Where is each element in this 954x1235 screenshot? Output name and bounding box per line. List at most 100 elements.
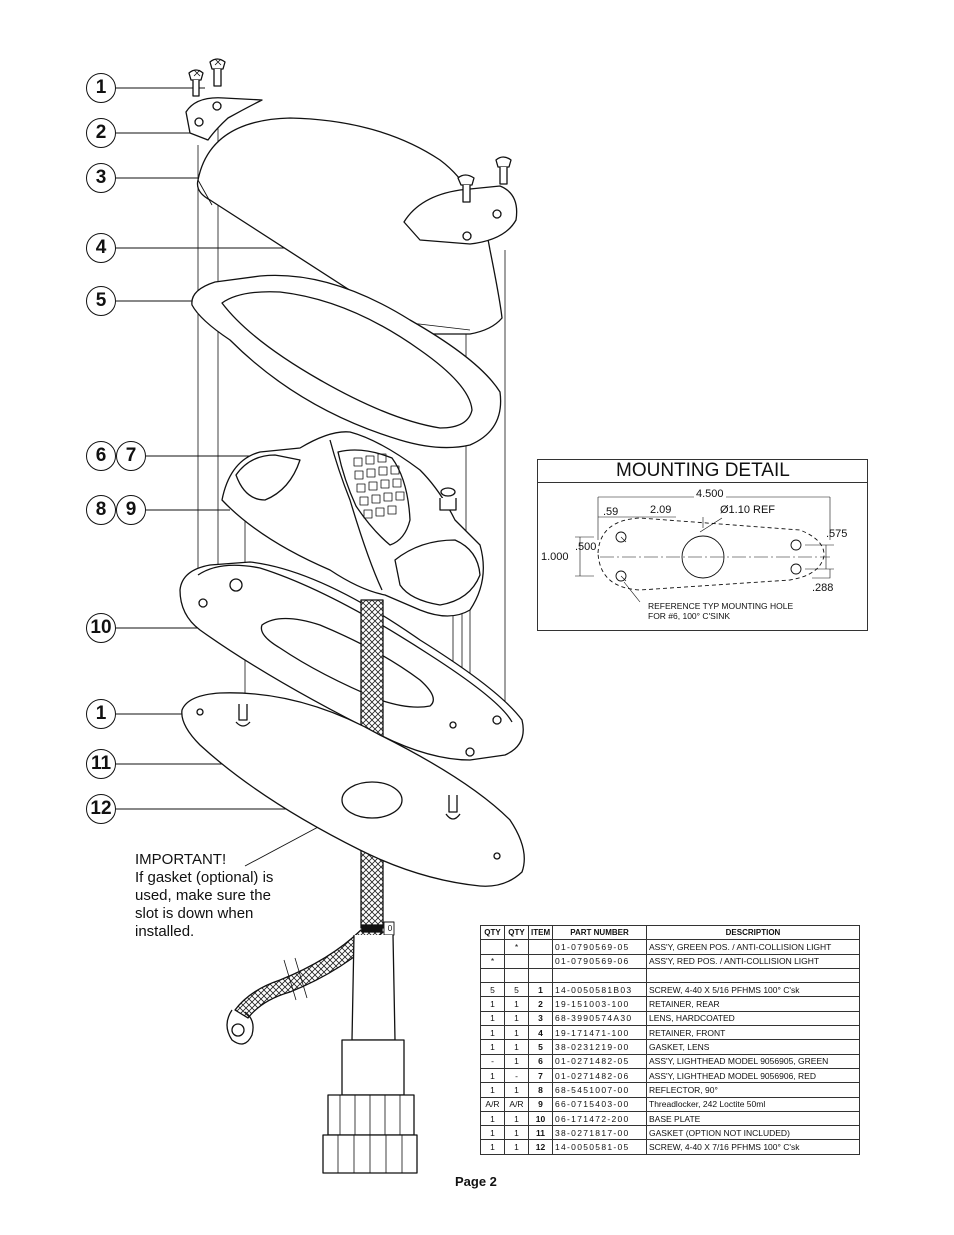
callout-item-10: 10 — [86, 613, 116, 643]
cell-qty-1: 1 — [480, 1010, 505, 1027]
cell-item: 1 — [528, 982, 553, 998]
cell-qty-1: 1 — [480, 996, 505, 1012]
lighthead-assembly — [221, 431, 484, 617]
cell-qty-1: 1 — [480, 1025, 505, 1041]
dim-209: 2.09 — [650, 504, 672, 516]
cell-part-number: 19-171471-100 — [552, 1025, 647, 1041]
retainer-front — [403, 156, 518, 245]
cell-qty-2: - — [504, 1067, 529, 1084]
connector — [322, 934, 418, 1174]
page-number: Page 2 — [455, 1174, 497, 1189]
cell-qty-1: 1 — [480, 1125, 505, 1141]
callout-item-9: 9 — [116, 495, 146, 525]
callout-item-11: 11 — [86, 749, 116, 779]
dim-4500: 4.500 — [694, 488, 726, 500]
cell-item — [528, 953, 553, 969]
note-line: IMPORTANT! — [135, 851, 227, 868]
table-row: 1 1 12 14-0050581-05 SCREW, 4-40 X 7/16 … — [480, 1139, 860, 1155]
cell-qty-1: 5 — [480, 982, 505, 998]
callout-item-4: 4 — [86, 233, 116, 263]
dim-1000: 1.000 — [541, 551, 569, 563]
callout-item-8: 8 — [86, 495, 116, 525]
callout-item-3: 3 — [86, 163, 116, 193]
cell-description: ASS'Y, RED POS. / ANTI-COLLISION LIGHT — [646, 953, 860, 969]
cell-item: 7 — [528, 1067, 553, 1084]
table-row: 1 1 2 19-151003-100 RETAINER, REAR — [480, 996, 860, 1012]
cell-item: 12 — [528, 1139, 553, 1155]
cell-item: 5 — [528, 1039, 553, 1055]
cell-qty-1: 1 — [480, 1082, 505, 1098]
table-row: 1 - 7 01-0271482-06 ASS'Y, LIGHTHEAD MOD… — [480, 1067, 860, 1084]
callout-item-5: 5 — [86, 286, 116, 316]
cell-qty-2: 1 — [504, 1010, 529, 1027]
callout-item-1: 1 — [86, 73, 116, 103]
table-row: A/R A/R 9 66-0715403-00 Threadlocker, 24… — [480, 1096, 860, 1112]
cell-item: 10 — [528, 1110, 553, 1127]
base-plate-gasket — [181, 692, 525, 887]
cell-qty-1: 1 — [480, 1110, 505, 1127]
table-row: - 1 6 01-0271482-05 ASS'Y, LIGHTHEAD MOD… — [480, 1053, 860, 1069]
cell-item: 3 — [528, 1010, 553, 1027]
cell-description: ASS'Y, LIGHTHEAD MODEL 9056906, RED — [646, 1067, 860, 1084]
header-qty-1: QTY — [480, 924, 505, 941]
cell-item: 6 — [528, 1053, 553, 1069]
header-item: ITEM — [528, 924, 553, 941]
cell-item: 4 — [528, 1025, 553, 1041]
cell-qty-2 — [504, 967, 529, 984]
screws-base — [235, 704, 461, 820]
screws-rear — [188, 58, 226, 97]
cell-qty-1: 1 — [480, 1039, 505, 1055]
header-description: DESCRIPTION — [646, 924, 860, 941]
connector-label: 0 — [387, 924, 393, 933]
cell-part-number: 68-3990574A30 — [552, 1010, 647, 1027]
base — [179, 561, 524, 761]
table-row: 1 1 8 68-5451007-00 REFLECTOR, 90° — [480, 1082, 860, 1098]
cell-part-number: 01-0790569-06 — [552, 953, 647, 969]
cell-qty-2: 5 — [504, 982, 529, 998]
cell-qty-2: * — [504, 939, 529, 955]
cell-qty-2: 1 — [504, 1082, 529, 1098]
cell-part-number: 01-0271482-05 — [552, 1053, 647, 1069]
note-line: If gasket (optional) is — [135, 869, 274, 886]
cell-qty-2: 1 — [504, 1025, 529, 1041]
cell-description: RETAINER, FRONT — [646, 1025, 860, 1041]
cell-qty-1: * — [480, 953, 505, 969]
cell-qty-2 — [504, 953, 529, 969]
cell-qty-1: - — [480, 1053, 505, 1069]
mounting-detail-box: MOUNTING DETAIL — [537, 459, 868, 631]
cell-description: REFLECTOR, 90° — [646, 1082, 860, 1098]
cell-qty-2: 1 — [504, 1125, 529, 1141]
cell-qty-2: 1 — [504, 1139, 529, 1155]
reference-note-line: FOR #6, 100° C'SINK — [648, 611, 731, 621]
table-row: 1 1 4 19-171471-100 RETAINER, FRONT — [480, 1025, 860, 1041]
cell-description: RETAINER, REAR — [646, 996, 860, 1012]
table-row: * 01-0790569-06 ASS'Y, RED POS. / ANTI-C… — [480, 953, 860, 969]
cell-description: SCREW, 4-40 X 7/16 PFHMS 100° C'sk — [646, 1139, 860, 1155]
cell-item: 2 — [528, 996, 553, 1012]
note-line: slot is down when — [135, 905, 254, 922]
table-row: 1 1 10 06-171472-200 BASE PLATE — [480, 1110, 860, 1127]
cell-description: SCREW, 4-40 X 5/16 PFHMS 100° C'sk — [646, 982, 860, 998]
cell-description: Threadlocker, 242 Loctite 50ml — [646, 1096, 860, 1112]
lens-gasket — [191, 274, 502, 449]
cell-description: LENS, HARDCOATED — [646, 1010, 860, 1027]
led-array — [353, 453, 405, 519]
important-note: IMPORTANT! If gasket (optional) is used,… — [135, 851, 273, 941]
reference-note-line: REFERENCE TYP MOUNTING HOLE — [648, 601, 794, 611]
table-header-row: QTY QTY ITEM PART NUMBER DESCRIPTION — [480, 924, 860, 941]
cell-description: GASKET, LENS — [646, 1039, 860, 1055]
cell-part-number — [552, 967, 647, 984]
table-row: 5 5 1 14-0050581B03 SCREW, 4-40 X 5/16 P… — [480, 982, 860, 998]
dim-500: .500 — [575, 541, 597, 553]
cell-description: GASKET (OPTION NOT INCLUDED) — [646, 1125, 860, 1141]
callout-item-7: 7 — [116, 441, 146, 471]
table-row — [480, 967, 860, 984]
dim-diameter: Ø1.10 REF — [720, 504, 776, 516]
cell-qty-1: 1 — [480, 1067, 505, 1084]
cell-part-number: 38-0231219-00 — [552, 1039, 647, 1055]
parts-list-table: QTY QTY ITEM PART NUMBER DESCRIPTION * 0… — [480, 924, 860, 1155]
cell-item — [528, 967, 553, 984]
cell-description: ASS'Y, GREEN POS. / ANTI-COLLISION LIGHT — [646, 939, 860, 955]
cell-qty-1 — [480, 939, 505, 955]
